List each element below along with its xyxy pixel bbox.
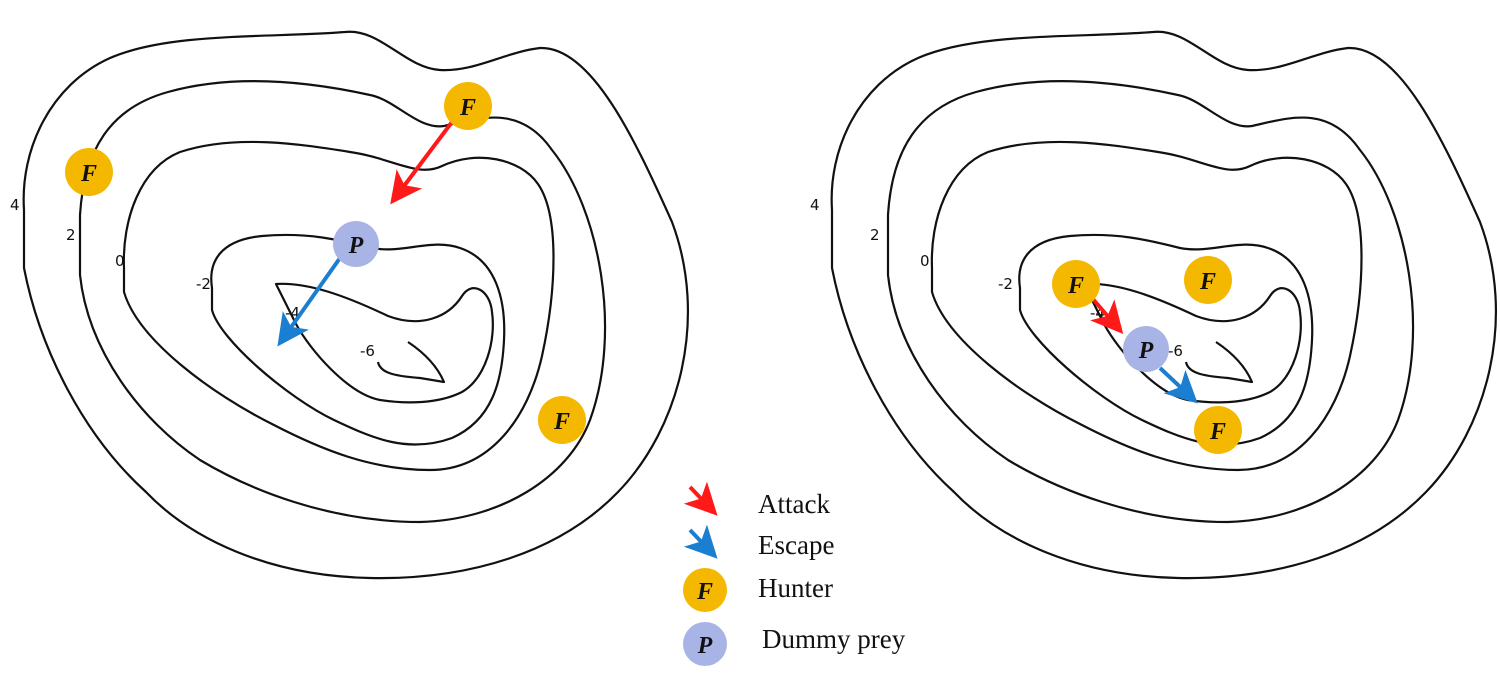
legend-item-attack: Attack (683, 481, 830, 519)
contour-neg2 (1018, 233, 1314, 446)
hunter-token: F (1184, 256, 1232, 304)
contour-neg4 (274, 282, 494, 404)
escape-arrow (1158, 366, 1198, 404)
contour-4 (830, 30, 1497, 580)
contour-label-2: 2 (66, 226, 76, 244)
contour-label-neg2: -2 (196, 275, 211, 293)
svg-text:F: F (1199, 269, 1216, 295)
attack-arrow (1090, 296, 1124, 335)
legend-label-hunter: Hunter (758, 573, 833, 603)
hunter-token: F (1194, 406, 1242, 454)
left-panel: 4 2 0 -2 -4 -6 F F F P (10, 30, 689, 580)
contour-2 (886, 80, 1415, 524)
legend-item-escape: Escape (683, 524, 834, 560)
svg-text:F: F (696, 579, 713, 605)
contour-2 (78, 80, 607, 524)
hunter-token: F (65, 148, 113, 196)
svg-text:F: F (459, 95, 476, 121)
contour-labels: 4 2 0 -2 -4 -6 (810, 196, 1183, 360)
contour-label-2: 2 (870, 226, 880, 244)
legend-label-prey: Dummy prey (762, 624, 906, 654)
contour-neg2 (210, 233, 506, 446)
svg-text:F: F (1209, 419, 1226, 445)
legend-label-attack: Attack (758, 489, 830, 519)
right-panel: 4 2 0 -2 -4 -6 F F F P (810, 30, 1497, 580)
contour-neg4 (1082, 282, 1302, 404)
contour-neg6 (376, 341, 446, 384)
svg-text:P: P (348, 233, 364, 259)
hunter-token: F (1052, 260, 1100, 308)
escape-arrow (277, 256, 342, 347)
legend-label-escape: Escape (758, 530, 834, 560)
contour-label-neg6: -6 (360, 342, 375, 360)
attack-arrow-icon (683, 481, 718, 516)
svg-text:F: F (1067, 273, 1084, 299)
prey-token: P (1123, 326, 1169, 372)
contour-label-0: 0 (920, 252, 930, 270)
contour-lines (830, 30, 1497, 580)
prey-token: P (333, 221, 379, 267)
svg-text:F: F (553, 409, 570, 435)
escape-arrow-icon (683, 524, 718, 559)
hunter-token-icon: F (683, 568, 727, 612)
contour-label-4: 4 (810, 196, 820, 214)
contour-0 (930, 140, 1363, 472)
contour-4 (22, 30, 689, 580)
legend: Attack Escape F Hunter P Dummy prey (683, 481, 906, 666)
contour-label-0: 0 (115, 252, 125, 270)
contour-label-neg6: -6 (1168, 342, 1183, 360)
hunter-token: F (444, 82, 492, 130)
svg-text:F: F (80, 161, 97, 187)
svg-text:P: P (697, 633, 713, 659)
contour-lines (22, 30, 689, 580)
hunter-token: F (538, 396, 586, 444)
contour-label-neg2: -2 (998, 275, 1013, 293)
legend-item-prey: P Dummy prey (683, 622, 906, 666)
contour-labels: 4 2 0 -2 -4 -6 (10, 196, 375, 360)
contour-label-4: 4 (10, 196, 20, 214)
prey-token-icon: P (683, 622, 727, 666)
legend-item-hunter: F Hunter (683, 568, 833, 612)
contour-0 (122, 140, 555, 472)
attack-arrow (390, 120, 454, 205)
contour-neg6 (1184, 341, 1254, 384)
svg-text:P: P (1138, 338, 1154, 364)
